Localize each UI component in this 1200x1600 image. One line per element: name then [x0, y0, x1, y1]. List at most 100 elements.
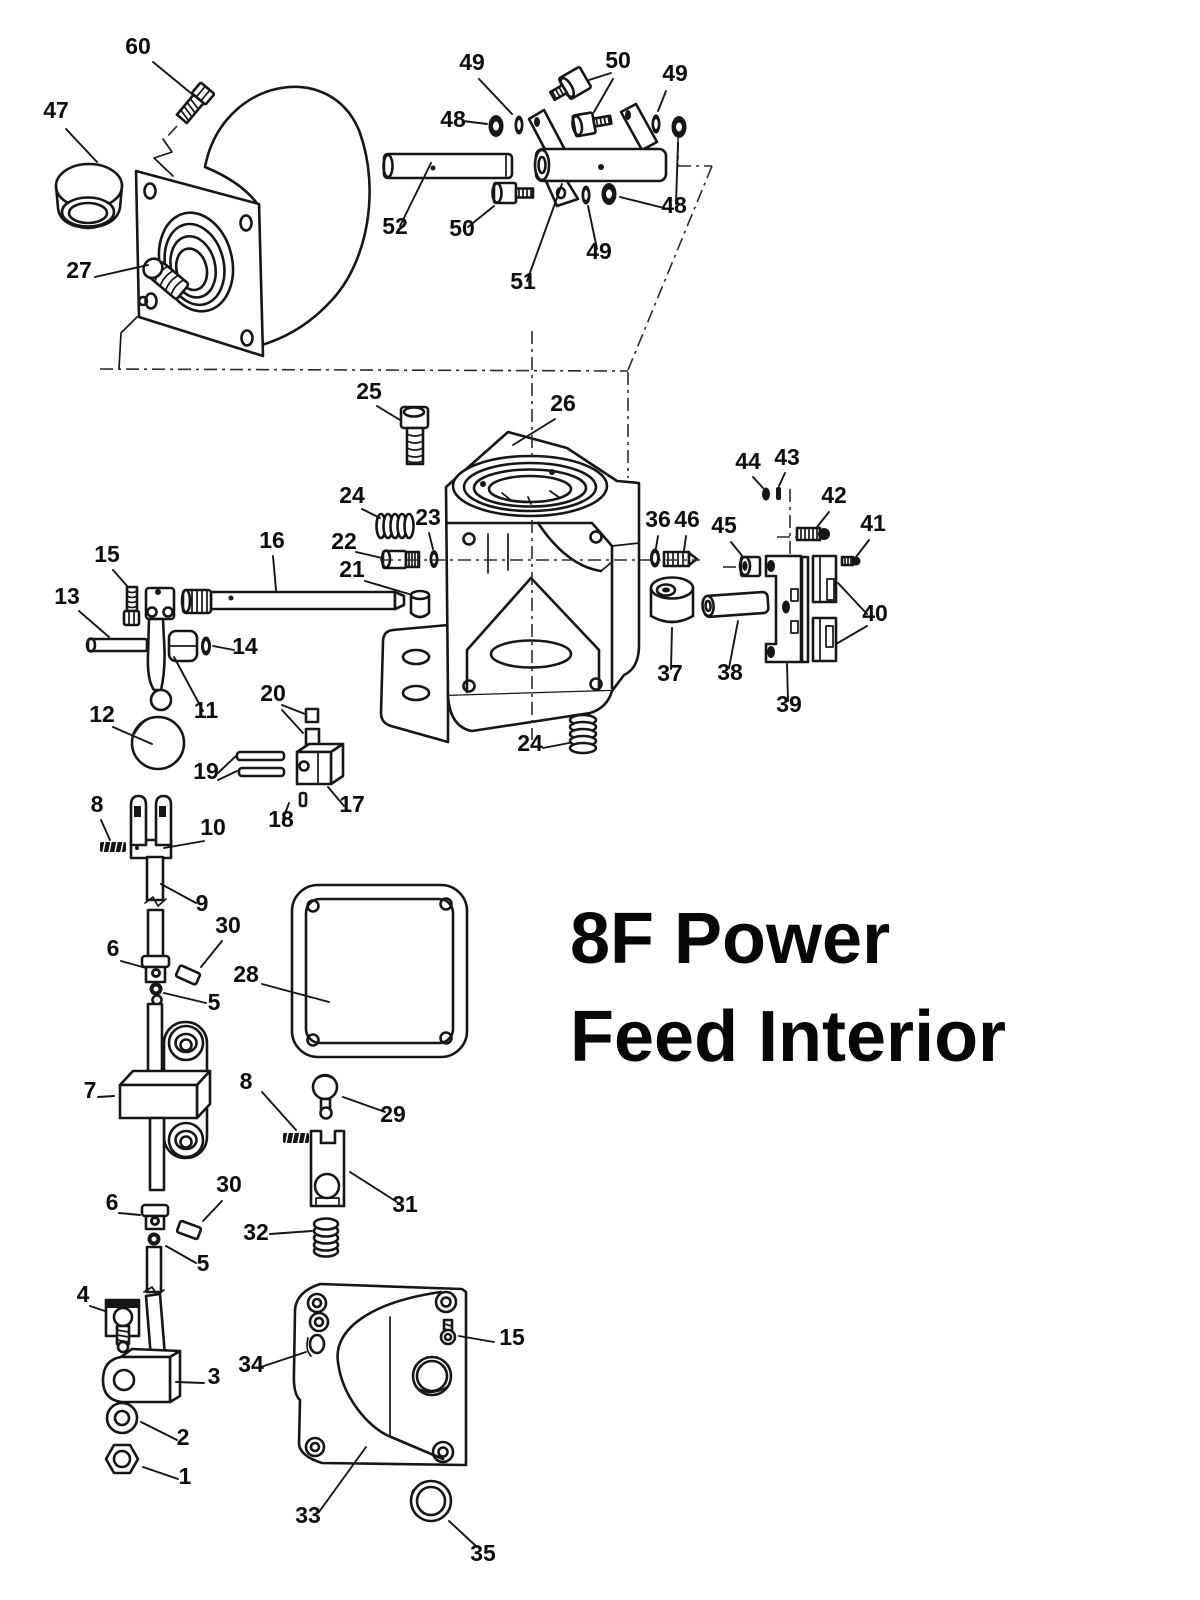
part-label-45: 45 [711, 512, 737, 538]
gasket-28 [290, 883, 469, 1059]
part-label-37: 37 [657, 660, 683, 686]
leader-line [282, 802, 290, 820]
collar-6-top [140, 954, 171, 984]
leader-line [428, 532, 434, 550]
centerline [627, 165, 713, 371]
part-label-3: 3 [208, 1363, 221, 1389]
leader-line [202, 1200, 223, 1222]
part-label-49: 49 [459, 49, 485, 75]
part-label-1: 1 [179, 1463, 192, 1489]
bracket-51 [527, 102, 668, 208]
leader-line [526, 183, 563, 282]
leader-line [619, 196, 669, 210]
leader-line [376, 405, 401, 421]
part-label-6: 6 [106, 1189, 119, 1215]
washer-49-a [514, 115, 524, 135]
washer-2 [105, 1401, 139, 1435]
part-label-15: 15 [94, 541, 120, 567]
part-label-20: 20 [260, 680, 286, 706]
break-line [153, 138, 174, 177]
leader-line [593, 78, 614, 113]
title-line-1: 8F Power [570, 899, 890, 979]
leader-line [142, 1466, 179, 1480]
screw-15-cover [439, 1318, 457, 1346]
screw-25 [399, 405, 430, 466]
part-label-11: 11 [194, 697, 219, 723]
leader-line [752, 476, 764, 489]
fork-31 [309, 1129, 346, 1208]
leader-line [318, 1446, 367, 1513]
bolt-50-left [491, 181, 535, 205]
leader-line [670, 627, 673, 670]
lever-11 [144, 586, 199, 712]
part-label-50: 50 [449, 215, 475, 241]
leader-line [730, 541, 744, 558]
set-screw-8-bottom [283, 1132, 309, 1144]
part-label-14: 14 [232, 633, 258, 659]
leader-line [588, 72, 612, 81]
rod-bottom [144, 1292, 167, 1360]
part-label-43: 43 [774, 444, 800, 470]
leader-line [200, 940, 223, 968]
nut-48-c [601, 183, 617, 205]
plunger-block-4 [104, 1298, 141, 1354]
leader-line [175, 1381, 205, 1384]
leader-line [542, 742, 570, 749]
part-label-49: 49 [662, 60, 688, 86]
block-17 [295, 742, 345, 786]
leader-line [683, 535, 687, 552]
leader-line [163, 840, 205, 849]
leader-line [355, 551, 383, 559]
leader-line [94, 264, 149, 278]
ring-5-top [149, 982, 163, 1006]
part-label-26: 26 [550, 390, 576, 416]
leader-line [462, 120, 488, 125]
leader-line [173, 656, 204, 712]
leader-line [327, 786, 345, 807]
leader-line [261, 1091, 297, 1131]
leader-line [349, 1171, 398, 1203]
shaft-16 [180, 588, 406, 615]
leader-line [261, 983, 330, 1003]
part-label-19: 19 [193, 758, 219, 784]
spring-32 [312, 1217, 340, 1258]
part-label-6: 6 [107, 935, 120, 961]
leader-line [512, 418, 556, 446]
leader-line [112, 726, 153, 745]
part-label-48: 48 [440, 106, 466, 132]
nut-48-b [671, 116, 687, 138]
leader-line [587, 205, 598, 250]
leader-line [728, 620, 739, 669]
plunger-29 [311, 1073, 339, 1120]
part-label-7: 7 [84, 1077, 97, 1103]
part-label-36: 36 [645, 506, 671, 532]
motor-shaft [142, 257, 190, 300]
roller-37 [649, 576, 695, 624]
set-screw-8-top [100, 841, 126, 853]
washer-49-c [581, 185, 591, 205]
part-label-46: 46 [674, 506, 700, 532]
part-label-60: 60 [125, 33, 151, 59]
bolt-50-middle [571, 111, 613, 138]
part-label-40: 40 [862, 600, 888, 626]
pins-20 [304, 707, 321, 748]
screw-41 [840, 555, 861, 567]
nut-1 [104, 1443, 140, 1475]
bolt-50-top [548, 66, 592, 102]
ball-44 [762, 487, 770, 501]
part-label-2: 2 [177, 1424, 190, 1450]
housing-26 [379, 430, 641, 744]
leader-line [655, 535, 659, 549]
part-label-39: 39 [776, 691, 802, 717]
part-label-16: 16 [259, 527, 285, 553]
leader-line [364, 580, 410, 595]
housing-lip [446, 689, 614, 733]
housing-left-bracket [379, 623, 450, 744]
rod-9-mid [146, 1002, 164, 1076]
washer-36 [650, 548, 660, 568]
leader-line [112, 569, 129, 588]
leader-lines [65, 61, 870, 1548]
leader-line [448, 1520, 478, 1548]
